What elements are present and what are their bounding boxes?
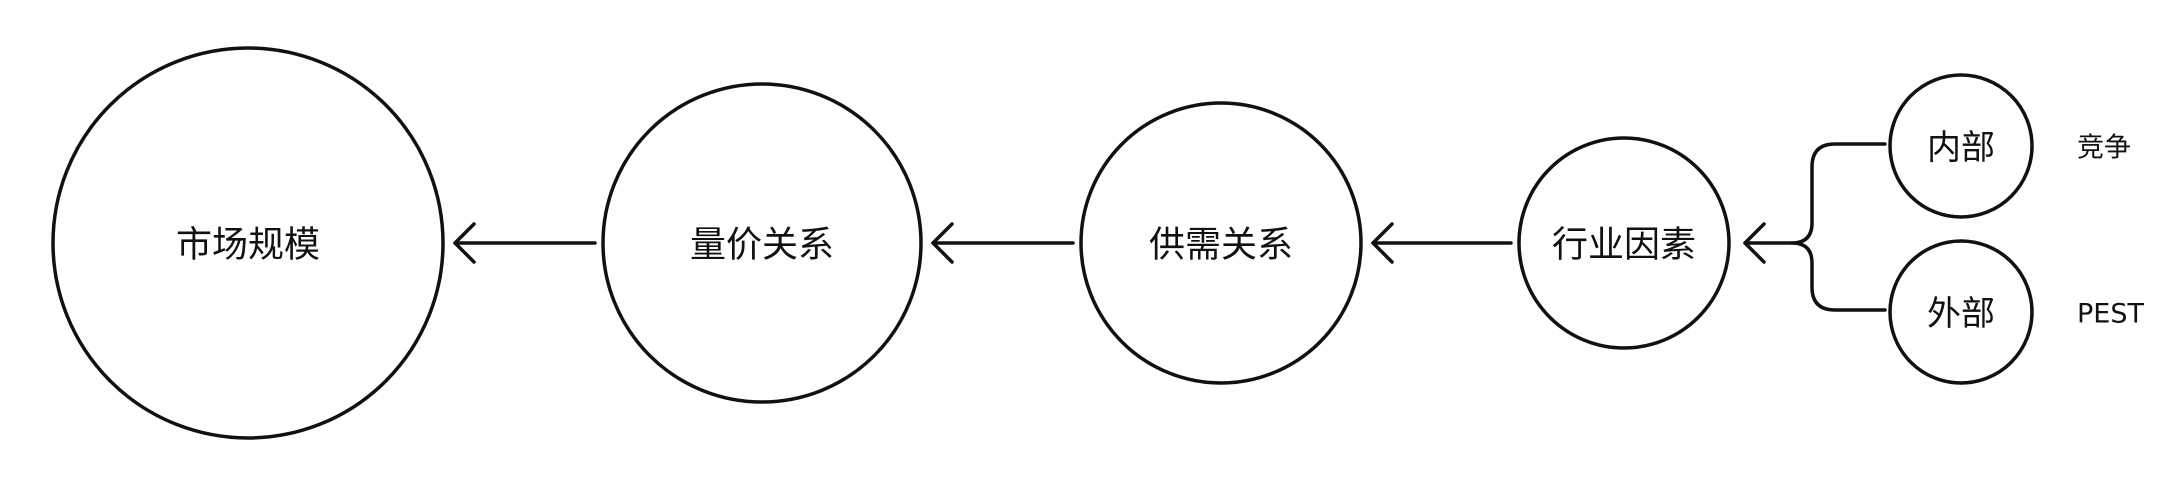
arrow-head [931, 222, 954, 264]
industry-factors-circle [1517, 136, 1731, 350]
internal-label: 内部 [1927, 128, 1995, 168]
brace-path [1790, 142, 1887, 312]
internal-circle [1888, 73, 2034, 219]
arrow-supply-demand-to-volume-price [931, 222, 1075, 264]
arrow-volume-price-to-market-size [453, 222, 597, 264]
external-label: 外部 [1927, 294, 1995, 334]
market-size-circle [51, 46, 445, 440]
pest-annotation: PEST [2077, 299, 2144, 330]
supply-demand-circle [1079, 101, 1363, 385]
arrow-industry-factors-to-supply-demand [1371, 222, 1513, 264]
volume-price-label: 量价关系 [690, 225, 834, 266]
brace-connector [1743, 142, 1887, 312]
industry-factors-label: 行业因素 [1552, 225, 1696, 266]
arrow-head [1371, 222, 1394, 264]
competition-annotation: 竞争 [2077, 133, 2131, 164]
market-size-label: 市场规模 [176, 225, 320, 266]
brace-arrow-head [1743, 222, 1766, 264]
volume-price-circle [601, 82, 923, 404]
arrow-head [453, 222, 476, 264]
external-circle [1888, 239, 2034, 385]
supply-demand-label: 供需关系 [1149, 225, 1293, 266]
